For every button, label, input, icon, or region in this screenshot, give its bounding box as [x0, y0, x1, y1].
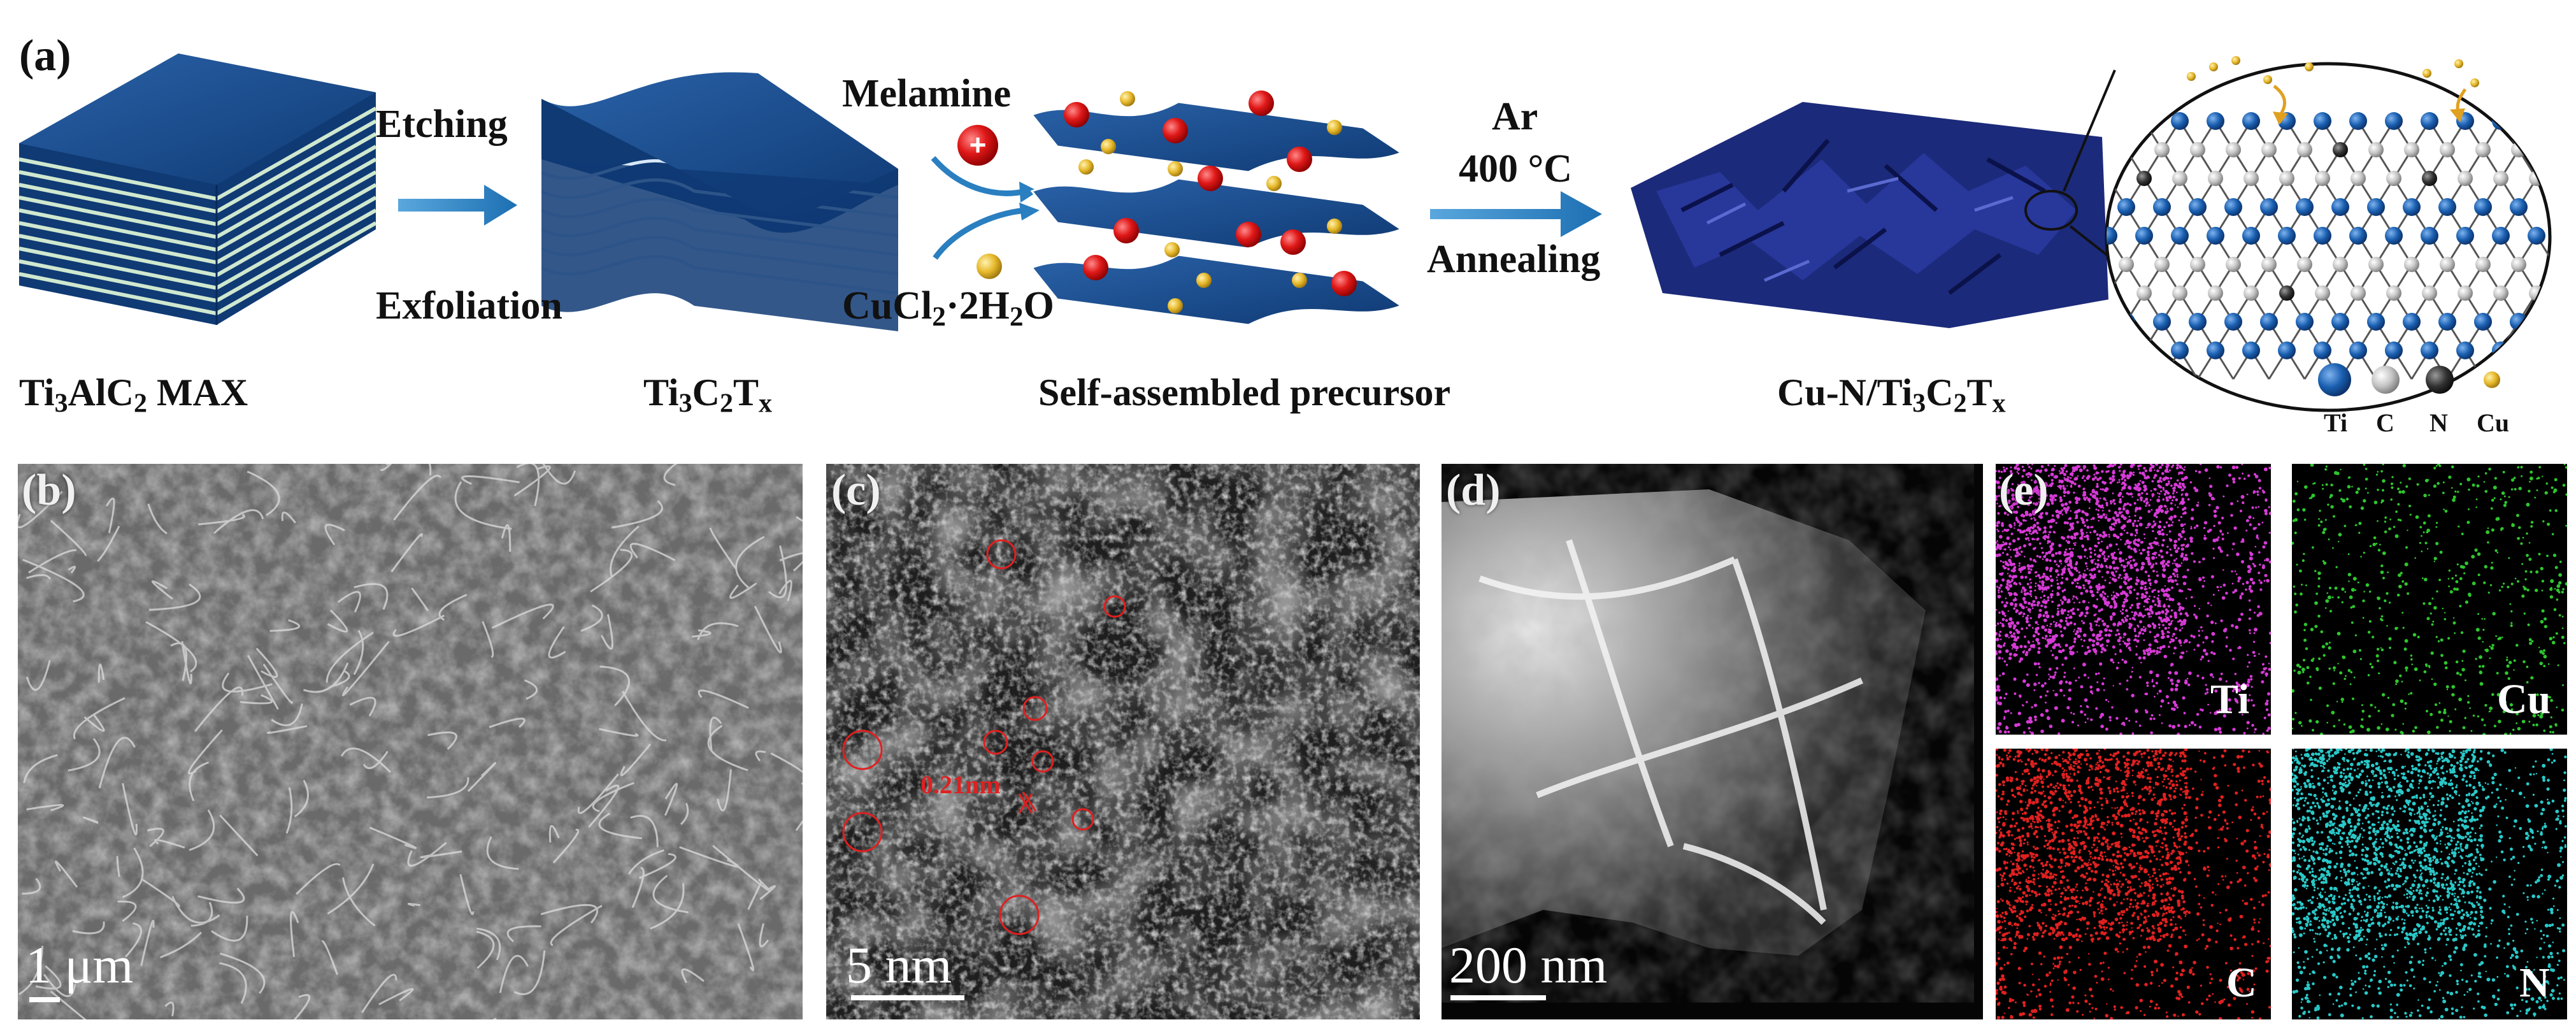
eds-map-n: [2292, 749, 2567, 1019]
caption-mxene: Ti3C2Tx: [643, 371, 772, 419]
atomic-structure-bubble: [2105, 56, 2552, 412]
legend-label-c: C: [2376, 408, 2394, 437]
haadf-scale-bar: [851, 995, 964, 1000]
cu-atom-icon: [2484, 371, 2500, 388]
caption-precursor: Self-assembled precursor: [1038, 371, 1451, 414]
precursor-layers: [1030, 90, 1404, 326]
lattice-spacing-label: 0.21nm: [920, 770, 1001, 799]
sem-scale-text: 1 μm: [25, 936, 134, 994]
n-atom-icon: [2426, 366, 2454, 394]
stem-image: [1442, 464, 1983, 1019]
melamine-molecule-icon: [957, 125, 998, 166]
step-temperature-label: 400 °C: [1459, 147, 1573, 191]
legend-label-ti: Ti: [2324, 408, 2348, 437]
eds-label-c: C: [2226, 960, 2257, 1006]
panel-label-a: (a): [19, 31, 71, 80]
atom-legend: [2318, 363, 2500, 396]
legend-label-cu: Cu: [2477, 408, 2510, 437]
step-exfoliation-label: Exfoliation: [376, 284, 562, 327]
reagent-cucl2-label: CuCl2·2H2O: [842, 284, 1054, 332]
step-annealing-label: Annealing: [1427, 238, 1601, 281]
panel-label-e: (e): [1999, 466, 2049, 515]
panel-label-b: (b): [22, 466, 76, 515]
stem-scale-bar: [1450, 995, 1546, 1000]
c-atom-icon: [2372, 366, 2400, 394]
step-ar-label: Ar: [1492, 95, 1538, 138]
panel-label-d: (d): [1446, 466, 1501, 515]
sem-image: [18, 464, 803, 1019]
caption-max-phase: Ti3AlC2 MAX: [19, 371, 248, 419]
sem-scale-bar: [29, 997, 60, 1002]
panel-label-c: (c): [831, 466, 881, 515]
eds-map-ti: [1996, 464, 2271, 735]
svg-text:+: +: [970, 128, 987, 161]
annealing-arrow: [1430, 191, 1602, 237]
mxene-flakes: [540, 72, 899, 331]
eds-map-c: [1996, 749, 2271, 1019]
synthesis-schematic: +: [18, 54, 2552, 412]
crumpled-product-sheet: [1631, 102, 2108, 328]
caption-product: Cu-N/Ti3C2Tx: [1777, 371, 2006, 419]
eds-map-cu: [2292, 464, 2567, 735]
copper-salt-icon: [977, 254, 1002, 279]
stem-scale-text: 200 nm: [1449, 936, 1608, 994]
eds-label-n: N: [2519, 960, 2550, 1006]
haadf-atomic-image: [826, 464, 1420, 1019]
legend-label-n: N: [2429, 408, 2448, 437]
etching-arrow: [398, 185, 517, 226]
eds-label-cu: Cu: [2497, 676, 2551, 723]
ti-atom-icon: [2318, 363, 2351, 396]
max-phase-stack: [18, 54, 377, 325]
reagent-melamine-label: Melamine: [842, 72, 1012, 115]
haadf-scale-text: 5 nm: [846, 936, 952, 994]
eds-label-ti: Ti: [2210, 676, 2250, 723]
step-etching-label: Etching: [376, 103, 508, 146]
